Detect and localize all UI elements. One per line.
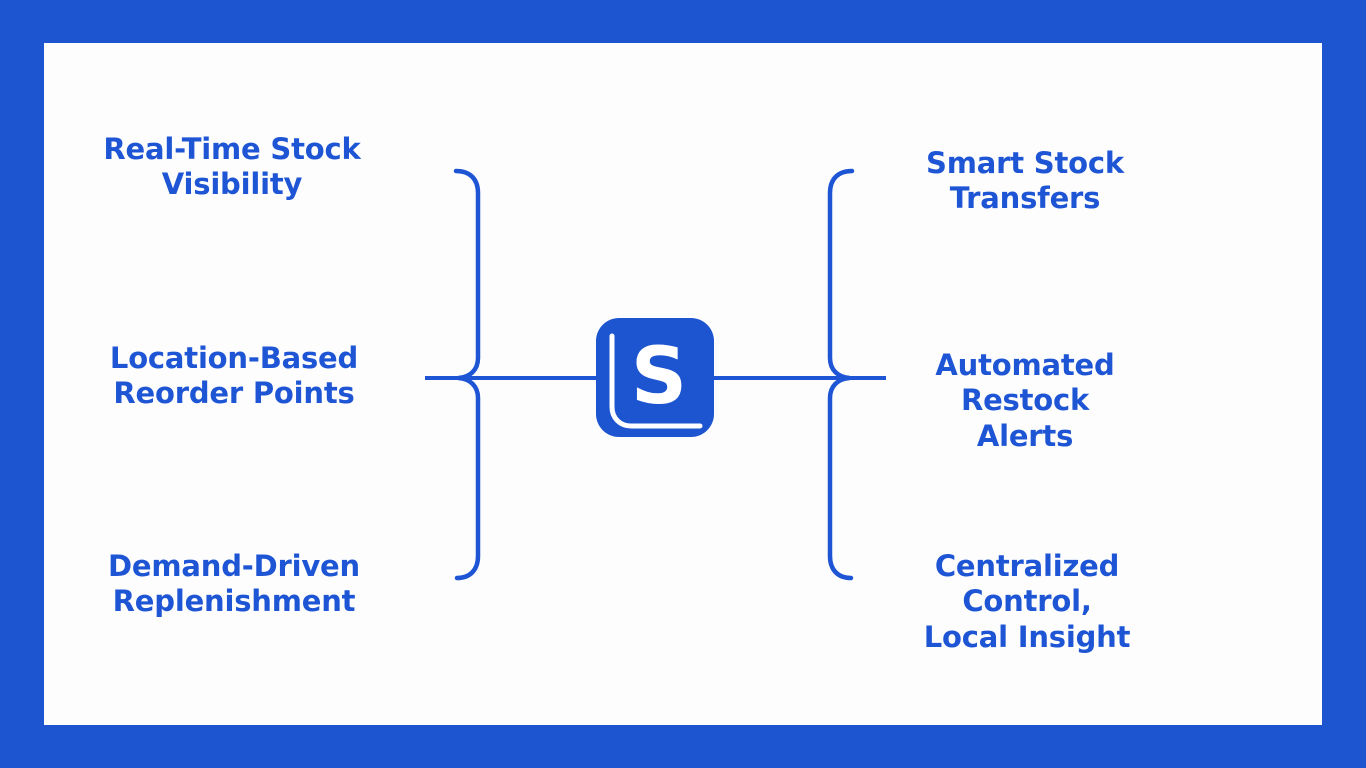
right-brace-upper-arm bbox=[827, 168, 855, 381]
center-logo: S bbox=[596, 318, 714, 437]
right-brace-lower-arm bbox=[827, 375, 854, 581]
right-brace bbox=[827, 168, 855, 581]
left-brace-lower-arm bbox=[454, 375, 481, 581]
branch-label-automated-restock-alerts: Automated Restock Alerts bbox=[935, 348, 1115, 453]
branch-label-location-based-reorder-points: Location-Based Reorder Points bbox=[109, 341, 359, 411]
left-brace-upper-arm bbox=[453, 168, 481, 381]
branch-label-smart-stock-transfers: Smart Stock Transfers bbox=[926, 146, 1124, 216]
branch-label-centralized-control-local-insight: Centralized Control, Local Insight bbox=[923, 549, 1131, 654]
branch-label-real-time-stock-visibility: Real-Time Stock Visibility bbox=[103, 132, 361, 202]
logo-bracket-icon bbox=[609, 333, 703, 429]
logo-letter: S bbox=[631, 332, 687, 422]
branch-label-demand-driven-replenishment: Demand-Driven Replenishment bbox=[108, 549, 360, 619]
logo-square bbox=[596, 318, 714, 437]
left-brace bbox=[453, 168, 481, 581]
